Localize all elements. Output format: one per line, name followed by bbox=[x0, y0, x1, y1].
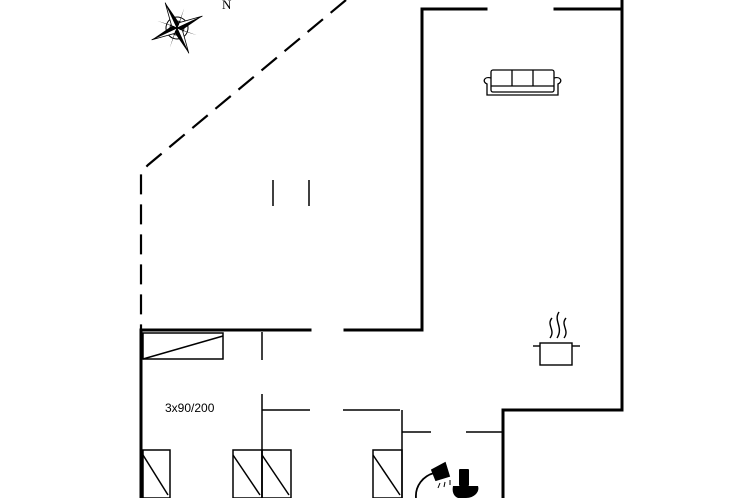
wardrobe bbox=[142, 332, 224, 360]
north-label: N bbox=[222, 0, 232, 12]
bed bbox=[372, 449, 403, 498]
sofa-icon bbox=[483, 69, 562, 96]
bed bbox=[142, 449, 171, 498]
toilet-icon bbox=[452, 469, 479, 498]
exterior-walls bbox=[139, 0, 624, 498]
bed-label: 3x90/200 bbox=[165, 401, 215, 415]
compass-rose-icon: N bbox=[151, 0, 232, 54]
terrace-outline bbox=[139, 0, 347, 330]
cooking-pot-icon bbox=[533, 311, 580, 366]
bed bbox=[261, 449, 292, 498]
bed bbox=[232, 449, 263, 498]
shower-icon bbox=[415, 461, 451, 498]
